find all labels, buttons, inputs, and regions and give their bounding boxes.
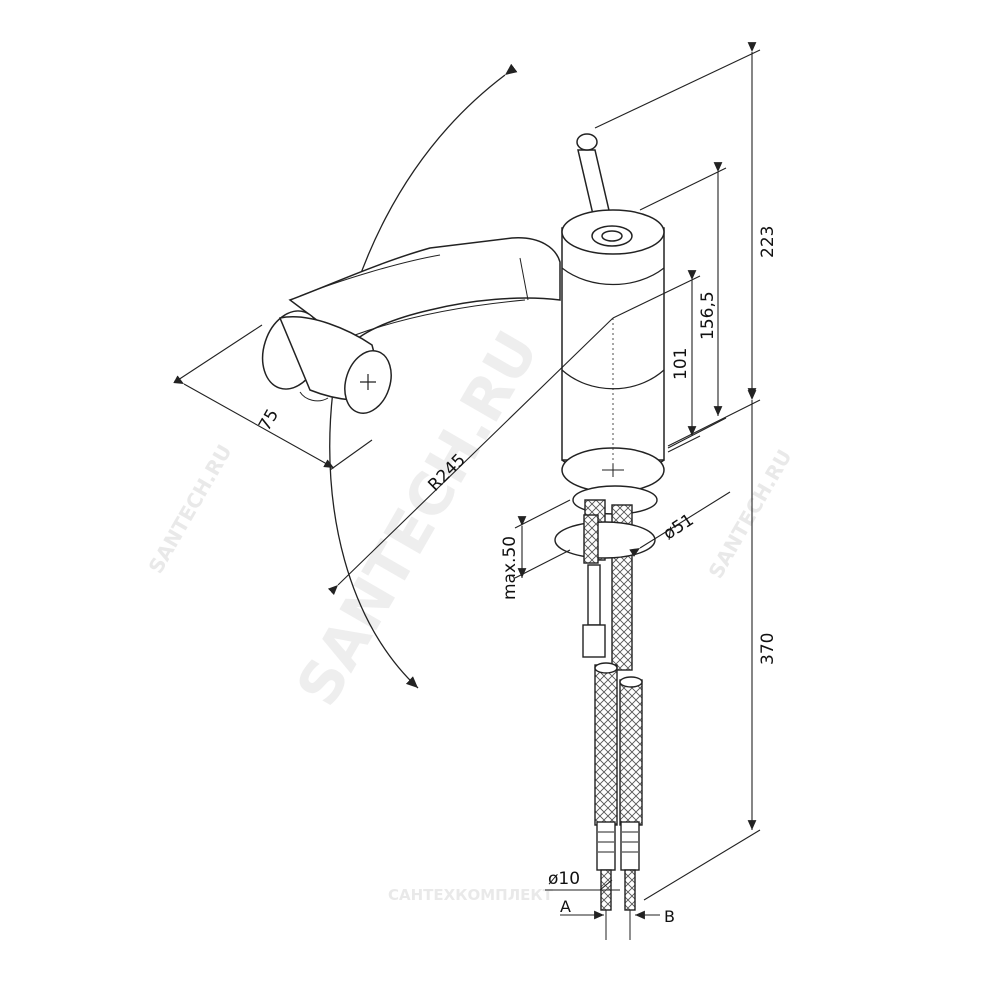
- dim-75-label: 75: [255, 406, 283, 435]
- dim-dia10-label: ø10: [548, 869, 580, 889]
- dim-370-label: 370: [758, 633, 778, 665]
- connector-a-label: A: [560, 897, 571, 916]
- mounting-assembly: [554, 485, 658, 671]
- watermark-group: SANTECH.RU SANTECH.RU SANTECH.RU САНТЕХК…: [144, 320, 797, 904]
- dim-max50-label: max.50: [500, 536, 520, 600]
- watermark-left: SANTECH.RU: [144, 440, 237, 577]
- watermark-bottom: САНТЕХКОМПЛЕКТ: [388, 886, 554, 904]
- dim-223-label: 223: [758, 226, 778, 258]
- dim-101-label: 101: [671, 348, 691, 380]
- flexible-hoses: [594, 662, 643, 940]
- dim-156-5-label: 156,5: [698, 291, 718, 340]
- dimension-lines: [173, 42, 761, 920]
- watermark-right: SANTECH.RU: [704, 445, 797, 582]
- connector-b-label: B: [664, 907, 675, 926]
